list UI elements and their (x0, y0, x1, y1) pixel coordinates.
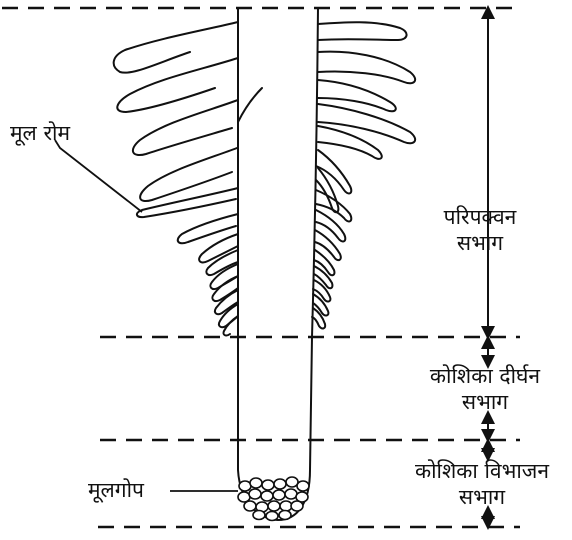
root-hairs-right (312, 22, 415, 328)
root-hair-label: मूल रोम (10, 120, 70, 146)
elongation-zone-label-line1: कोशिका दीर्घन (400, 363, 570, 389)
maturation-zone-label-line2: सभाग (420, 230, 540, 256)
division-zone-label: कोशिका विभाजन सभाग (393, 458, 571, 510)
division-zone-label-line1: कोशिका विभाजन (393, 458, 571, 484)
division-zone-label-line2: सभाग (393, 484, 571, 510)
root-hair-labelled (137, 188, 238, 217)
root-hair-leader-line (55, 140, 142, 212)
elongation-zone-label-line2: सभाग (400, 389, 570, 415)
root-cap-cells (238, 477, 309, 521)
elongation-zone-label: कोशिका दीर्घन सभाग (400, 363, 570, 415)
root-cap-label: मूलगोप (88, 477, 144, 503)
root-outline-right (310, 8, 318, 470)
root-hairs-left (114, 22, 262, 335)
maturation-zone-label: परिपक्वन सभाग (420, 204, 540, 256)
maturation-zone-label-line1: परिपक्वन (420, 204, 540, 230)
